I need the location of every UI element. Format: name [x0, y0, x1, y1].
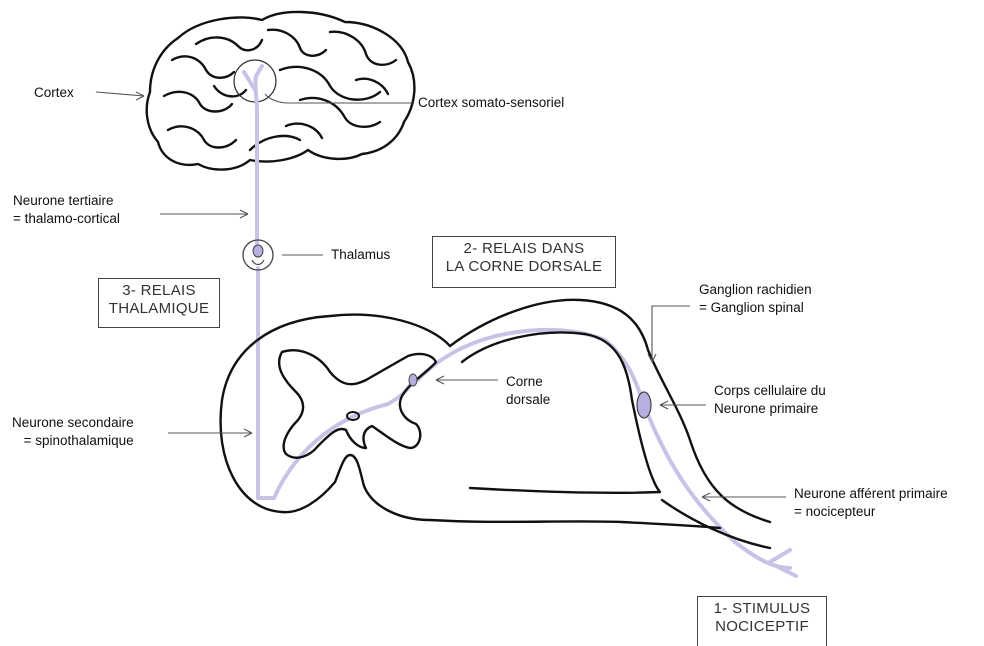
gray-matter-butterfly	[279, 350, 436, 457]
stage-relais-thalamique-line1: 3- RELAIS	[105, 282, 213, 300]
secondary-neuron-fiber	[258, 268, 413, 498]
neural-pathway	[244, 66, 796, 576]
thalamus	[243, 240, 273, 270]
neurone-secondaire-label: Neurone secondaire = spinothalamique	[12, 414, 134, 450]
tertiary-neuron-fiber	[255, 66, 262, 248]
ganglion-line1: Ganglion rachidien	[699, 281, 812, 299]
neurone-afferent-label: Neurone afférent primaire = nocicepteur	[794, 485, 948, 521]
ganglion-label: Ganglion rachidien = Ganglion spinal	[699, 281, 812, 317]
dorsal-root-inner	[462, 332, 660, 492]
ganglion-line2: = Ganglion spinal	[699, 299, 812, 317]
corps-line1: Corps cellulaire du	[714, 382, 826, 400]
cortex-label: Cortex	[34, 84, 74, 102]
tertiary-neuron-branch	[244, 72, 255, 90]
brain-gyrus	[300, 98, 380, 127]
brain-gyrus	[356, 79, 388, 94]
neurone-tertiaire-line1: Neurone tertiaire	[13, 192, 120, 210]
secondaire-line2: = spinothalamique	[12, 432, 134, 450]
stage-relais-corne: 2- RELAIS DANS LA CORNE DORSALE	[432, 236, 616, 288]
neurone-tertiaire-label: Neurone tertiaire = thalamo-cortical	[13, 192, 120, 228]
stage-relais-corne-line2: LA CORNE DORSALE	[439, 258, 609, 276]
neurone-tertiaire-line2: = thalamo-cortical	[13, 210, 120, 228]
corne-line2: dorsale	[506, 391, 550, 409]
brain-outline	[147, 12, 415, 170]
brain-gyrus	[280, 67, 380, 100]
brain	[147, 12, 415, 170]
stage-stimulus: 1- STIMULUS NOCICEPTIF	[697, 596, 827, 646]
brain-gyrus	[172, 56, 234, 77]
corne-line1: Corne	[506, 373, 550, 391]
afferent-line1: Neurone afférent primaire	[794, 485, 948, 503]
secondaire-line1: Neurone secondaire	[12, 414, 134, 432]
stage-relais-thalamique-line2: THALAMIQUE	[105, 300, 213, 318]
stage-relais-thalamique: 3- RELAIS THALAMIQUE	[98, 278, 220, 328]
brain-gyrus	[330, 32, 396, 65]
brain-gyrus	[214, 86, 246, 96]
thalamus-label: Thalamus	[331, 246, 390, 264]
primary-afferent-fiber	[418, 330, 790, 568]
corps-cellulaire-label: Corps cellulaire du Neurone primaire	[714, 382, 826, 418]
afferent-line2: = nocicepteur	[794, 503, 948, 521]
ganglion-cell	[637, 392, 651, 418]
dorsal-horn-cell	[409, 374, 417, 386]
stage-stimulus-line2: NOCICEPTIF	[704, 618, 820, 636]
cortex-somato-label: Cortex somato-sensoriel	[418, 94, 564, 112]
stage-stimulus-line1: 1- STIMULUS	[704, 600, 820, 618]
stage-relais-corne-line1: 2- RELAIS DANS	[439, 240, 609, 258]
nerve-ending-branch	[770, 550, 796, 576]
brain-gyrus	[268, 30, 326, 56]
brain-gyrus	[196, 37, 262, 50]
corps-line2: Neurone primaire	[714, 400, 826, 418]
brain-gyrus	[168, 126, 236, 147]
corne-dorsale-label: Corne dorsale	[506, 373, 550, 409]
